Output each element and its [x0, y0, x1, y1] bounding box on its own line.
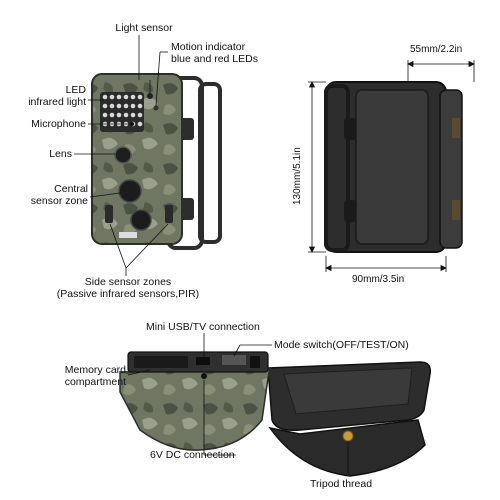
open-camera [119, 351, 432, 477]
label-led-line1: LED [65, 84, 86, 96]
bottom-sensor [130, 209, 152, 231]
infrared-led [137, 103, 143, 109]
label-led-line2: infrared light [28, 96, 86, 108]
back-camera [324, 81, 463, 253]
front-half [119, 367, 271, 451]
label-mini-usb: Mini USB/TV connection [146, 321, 260, 333]
infrared-led [123, 103, 129, 109]
label-central-sensor: Central sensor zone [14, 183, 88, 207]
infrared-led [116, 112, 122, 118]
back-strap [324, 84, 350, 252]
label-memory-card: Memory card compartment [14, 364, 126, 388]
mode-switch [222, 355, 246, 365]
side-sensor-left [105, 205, 113, 223]
infrared-led [116, 103, 122, 109]
label-dc-connection: 6V DC connection [150, 449, 235, 461]
brand-badge [119, 232, 137, 238]
back-side [439, 89, 463, 249]
label-side-line1: Side sensor zones [84, 276, 172, 288]
dc-port [201, 373, 207, 379]
infrared-led [130, 112, 136, 118]
led-panel [100, 92, 144, 132]
dimension-depth: 55mm/2.2in [410, 44, 463, 55]
infrared-led [116, 94, 122, 100]
infrared-led [130, 103, 136, 109]
label-tripod-thread: Tripod thread [310, 478, 373, 490]
infrared-led [130, 94, 136, 100]
lens [114, 146, 132, 164]
dimension-height: 130mm/5.1in [292, 147, 303, 205]
label-light-sensor: Light sensor [115, 22, 173, 34]
infrared-led [102, 103, 108, 109]
label-led: LED infrared light [20, 84, 86, 108]
infrared-led [137, 94, 143, 100]
tripod-thread-insert [342, 430, 354, 442]
infrared-led [137, 112, 143, 118]
label-motion-indicator-line2: blue and red LEDs [171, 53, 258, 65]
strap-base [268, 419, 426, 477]
label-central-line1: Central [54, 183, 88, 195]
label-motion-indicator-line1: Motion indicator [171, 41, 246, 53]
label-lens: Lens [49, 148, 72, 160]
infrared-led [102, 112, 108, 118]
mini-usb-port [196, 357, 210, 365]
infrared-led [109, 94, 115, 100]
microphone-hole [130, 122, 134, 126]
bottom-leader-lines [127, 333, 349, 476]
motion-led [153, 105, 159, 111]
back-panel [355, 89, 429, 245]
label-memory-line1: Memory card [64, 364, 126, 376]
label-side-line2: (Passive infrared sensors,PIR) [56, 288, 200, 300]
infrared-led [102, 94, 108, 100]
infrared-led [109, 112, 115, 118]
side-sensor-right [165, 205, 173, 223]
label-memory-line2: compartment [64, 376, 126, 388]
label-central-line2: sensor zone [30, 195, 88, 207]
central-sensor [118, 179, 142, 203]
buckle-bottom [180, 198, 194, 220]
label-mode-switch: Mode switch(OFF/TEST/ON) [274, 339, 409, 351]
infrared-led [123, 94, 129, 100]
infrared-led [109, 103, 115, 109]
infrared-led [123, 112, 129, 118]
front-camera [91, 73, 222, 250]
buckle-top [180, 118, 194, 140]
label-motion-indicator: Motion indicator blue and red LEDs [171, 41, 258, 65]
dimension-width: 90mm/3.5in [352, 274, 405, 285]
infrared-led [137, 121, 143, 127]
strap-bracket-inner [198, 82, 222, 244]
front-leader-lines [74, 35, 169, 276]
dimension-lines [308, 60, 475, 272]
light-sensor-dot [147, 93, 153, 99]
label-side-sensors: Side sensor zones (Passive infrared sens… [28, 276, 228, 300]
label-microphone: Microphone [31, 118, 86, 130]
